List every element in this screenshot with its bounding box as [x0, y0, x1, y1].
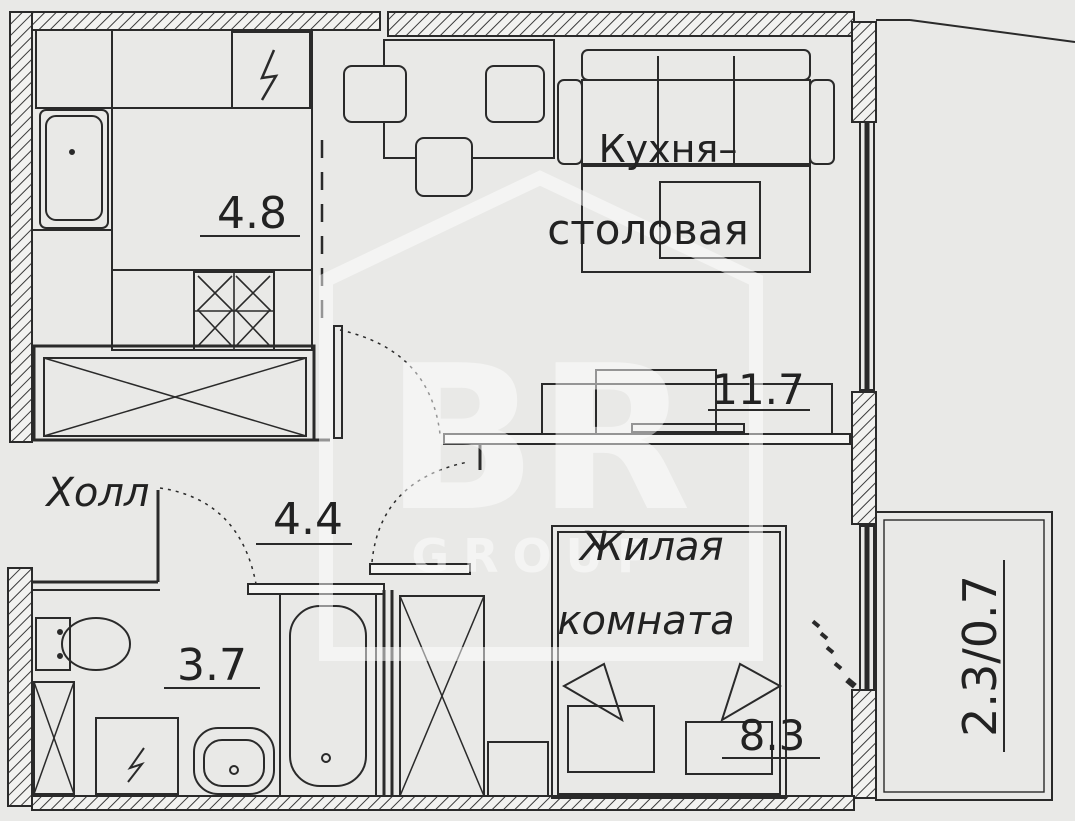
coffee-table — [581, 165, 811, 273]
top-wall — [11, 11, 381, 31]
living-name-line1: Жилая — [577, 524, 723, 570]
door-kitchen-leaf — [333, 325, 343, 439]
left-wall-upper — [9, 11, 33, 443]
room-labels: Кухня– столовая 11.7 4.8 Холл 4.4 3.7 Жи… — [44, 127, 1007, 760]
kitchen-name-line1: Кухня– — [599, 127, 738, 171]
watermark-subtitle: GROUP — [411, 529, 664, 583]
radiator-marks — [811, 619, 857, 689]
watermark: BR GROUP — [319, 170, 763, 661]
sofa — [557, 49, 835, 273]
windows — [859, 121, 875, 691]
washing-machine — [95, 717, 179, 795]
balcony-area: 2.3/0.7 — [953, 575, 1007, 737]
watermark-house-outline — [319, 170, 763, 661]
dining-set — [343, 39, 555, 197]
doors — [159, 325, 469, 585]
watermark-logo: BR — [385, 323, 691, 556]
door-kitchen-arc — [339, 329, 441, 435]
top-wall-right — [387, 11, 855, 37]
door-hall-arc — [159, 487, 257, 585]
washbasin — [193, 727, 275, 795]
chair-3 — [415, 137, 473, 197]
walls — [7, 11, 877, 811]
toilet-tank — [35, 617, 71, 671]
hall-name: Холл — [44, 470, 149, 516]
kitchen-sink — [39, 109, 109, 229]
kitchen-niche-fixtures — [32, 29, 313, 351]
right-wall-lower — [851, 689, 877, 799]
bathroom-area: 3.7 — [177, 640, 247, 691]
kitchen-name-line2: столовая — [547, 205, 749, 254]
bed — [551, 525, 787, 799]
partitions — [32, 140, 851, 796]
kitchen-niche-area: 4.8 — [217, 188, 287, 239]
wardrobe — [32, 344, 316, 442]
chair-1 — [343, 65, 407, 123]
bathroom-fixtures — [33, 593, 549, 797]
living-area: 8.3 — [739, 711, 806, 760]
left-wall-lower — [7, 567, 33, 807]
living-name-line2: комната — [557, 598, 734, 644]
balcony — [875, 19, 1075, 801]
toilet-bowl — [61, 617, 131, 671]
door-bath-arc — [371, 461, 469, 563]
tv-unit — [541, 369, 833, 435]
kitchen-area: 11.7 — [711, 365, 805, 414]
electric-panel — [231, 31, 311, 109]
chair-2 — [485, 65, 545, 123]
hall-area: 4.4 — [273, 494, 343, 545]
right-wall-upper — [851, 21, 877, 123]
right-wall-middle — [851, 391, 877, 525]
